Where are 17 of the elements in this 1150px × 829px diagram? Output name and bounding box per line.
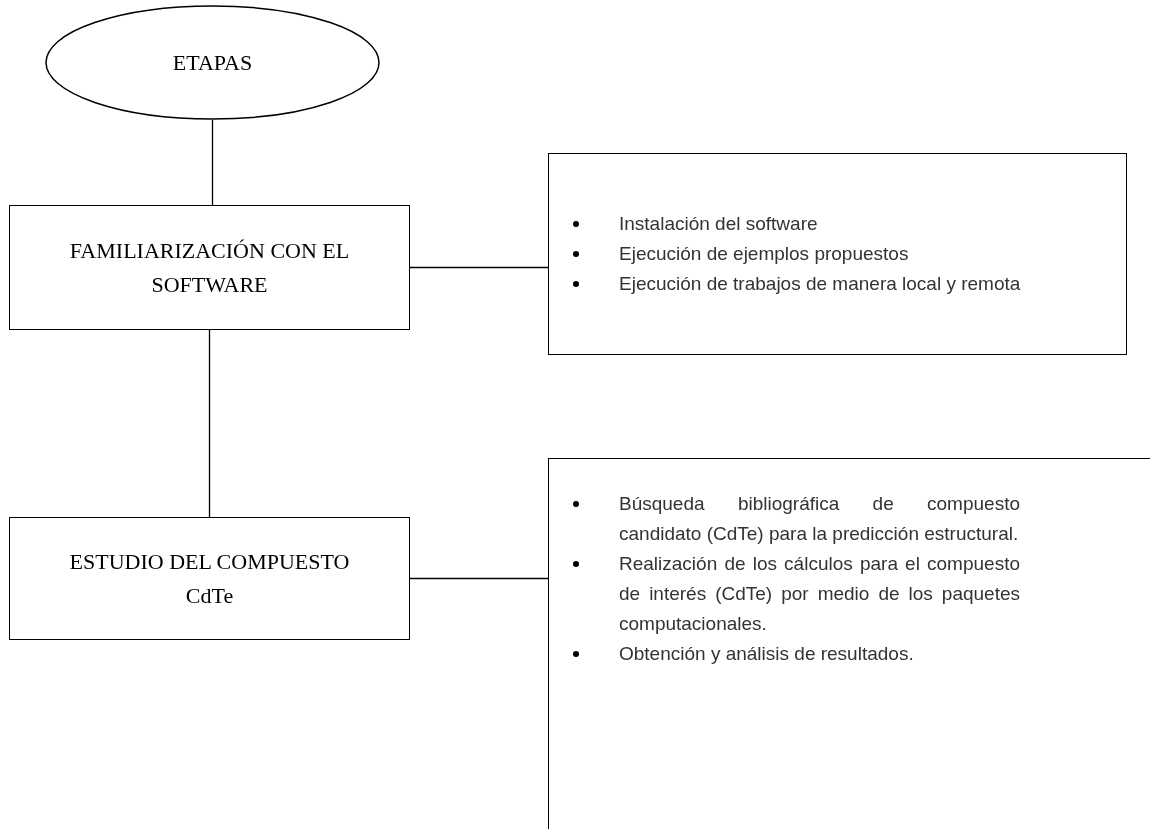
activity-text: Instalación del software [619,212,818,236]
connector-line [211,119,214,206]
connector-line [409,577,549,580]
connector-line [409,266,549,269]
activity-box [548,458,1150,829]
activity-text: Ejecución de trabajos de manera local y remota [619,272,1021,296]
stage-title: FAMILIARIZACIÓN CON EL SOFTWARE [68,236,351,299]
activity-text: Realización de los cálculos para el compuesto de interés (CdTe) por medio de los paquetes computacionales. [619,552,1020,636]
activity-text: Obtención y análisis de resultados. [619,642,914,666]
stage-box [9,517,410,640]
stage-box [9,205,410,330]
stage-title: ESTUDIO DEL COMPUESTO CdTe [68,547,351,610]
connector-line [208,329,211,518]
activity-text: Ejecución de ejemplos propuestos [619,242,909,266]
activity-box [548,153,1127,355]
stage-title: ETAPAS [172,49,253,77]
activity-text: Búsqueda bibliográfica de compuesto candidato (CdTe) para la predicción estructural. [619,492,1020,546]
